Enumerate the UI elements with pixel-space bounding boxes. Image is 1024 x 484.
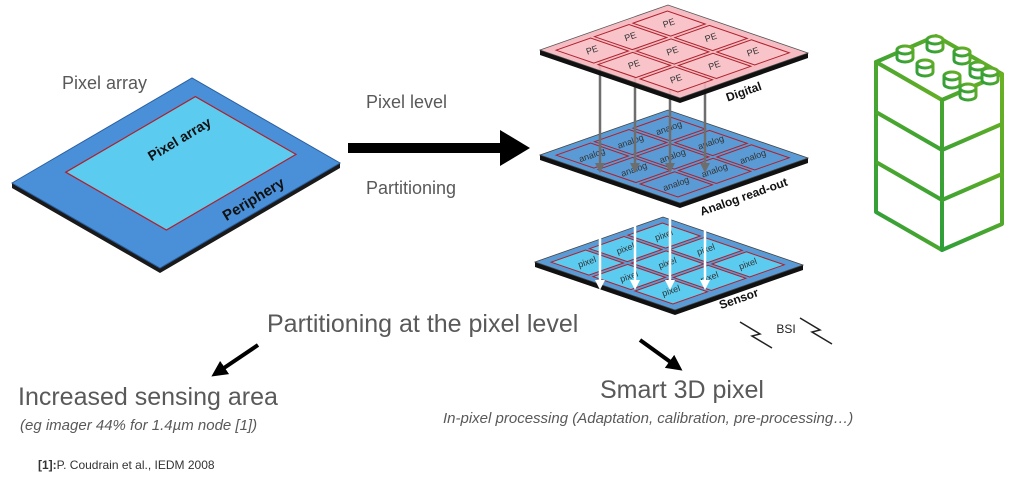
layer-cell: [587, 236, 664, 263]
pixel-array-caption: Pixel array: [62, 73, 148, 93]
cell-label: PE: [662, 16, 677, 29]
pixel-level-label: Pixel level: [366, 92, 448, 112]
layer-cell: [634, 38, 711, 65]
cell-label: PE: [746, 45, 761, 58]
analog-layer: analoganaloganaloganaloganaloganaloganal…: [538, 109, 810, 219]
layer-cell: [626, 222, 702, 249]
cell-label: PE: [707, 59, 722, 72]
block-stud-top: [952, 46, 972, 58]
arrow-to-sensing-area: [211, 343, 260, 377]
cell-label: PE: [585, 43, 600, 56]
partition-arrow-head: [500, 130, 530, 166]
outcome-subtitle-sensing: (eg imager 44% for 1.4µm node [1]): [20, 417, 258, 434]
pixel-array-area: [64, 95, 298, 231]
layer-cell: [554, 37, 630, 64]
layer-cell: [715, 144, 791, 171]
layer-edge: [535, 262, 803, 315]
block-stud-top: [915, 58, 935, 70]
reference-tag: [1]:: [38, 458, 57, 472]
cell-label: PE: [704, 31, 719, 44]
block-stud-top: [942, 70, 962, 82]
cell-label: PE: [669, 72, 684, 85]
headline: Partitioning at the pixel level: [267, 310, 579, 338]
block-stud-top: [958, 82, 978, 94]
layer-cell: [592, 24, 669, 51]
outcome-subtitle-smart: In-pixel processing (Adaptation, calibra…: [443, 410, 854, 427]
block-divider: [875, 160, 1003, 202]
reference-text: P. Coudrain et al., IEDM 2008: [56, 458, 215, 472]
arrow-to-smart-pixel: [638, 338, 683, 371]
reference: [1]:P. Coudrain et al., IEDM 2008: [38, 458, 215, 473]
layer-cell: [676, 52, 753, 79]
layer-cell: [673, 24, 749, 52]
cell-label: PE: [665, 44, 680, 57]
layer-edge: [540, 155, 808, 208]
layer-cell: [549, 249, 625, 276]
layer-cell: [554, 142, 630, 169]
lightning-icon: [799, 317, 833, 345]
layer-cell: [671, 264, 748, 291]
layer-edge: [540, 50, 808, 103]
bsi-label: BSI: [776, 322, 795, 336]
block-stud-top: [925, 34, 945, 46]
layer-cell: [710, 251, 786, 278]
layer-cell: [638, 171, 714, 198]
cell-label: PE: [623, 30, 638, 43]
outcome-title-sensing: Increased sensing area: [18, 383, 278, 411]
layer-cell: [596, 51, 672, 79]
lightning-icon: [739, 321, 773, 349]
layer-cell: [638, 66, 714, 93]
layer-cell: [715, 39, 791, 66]
layer-cell: [591, 263, 667, 291]
block-stud-top: [980, 66, 1000, 78]
layer-cell: [631, 10, 707, 37]
block-stud-top: [895, 44, 915, 56]
outcome-title-smart: Smart 3D pixel: [600, 376, 764, 404]
block-divider: [875, 110, 1003, 152]
block-stud-top: [968, 60, 988, 72]
cell-label: PE: [627, 58, 642, 71]
stacked-blocks-icon: [874, 34, 1004, 252]
partitioning-label: Partitioning: [366, 178, 457, 198]
layer-cell: [633, 278, 709, 305]
